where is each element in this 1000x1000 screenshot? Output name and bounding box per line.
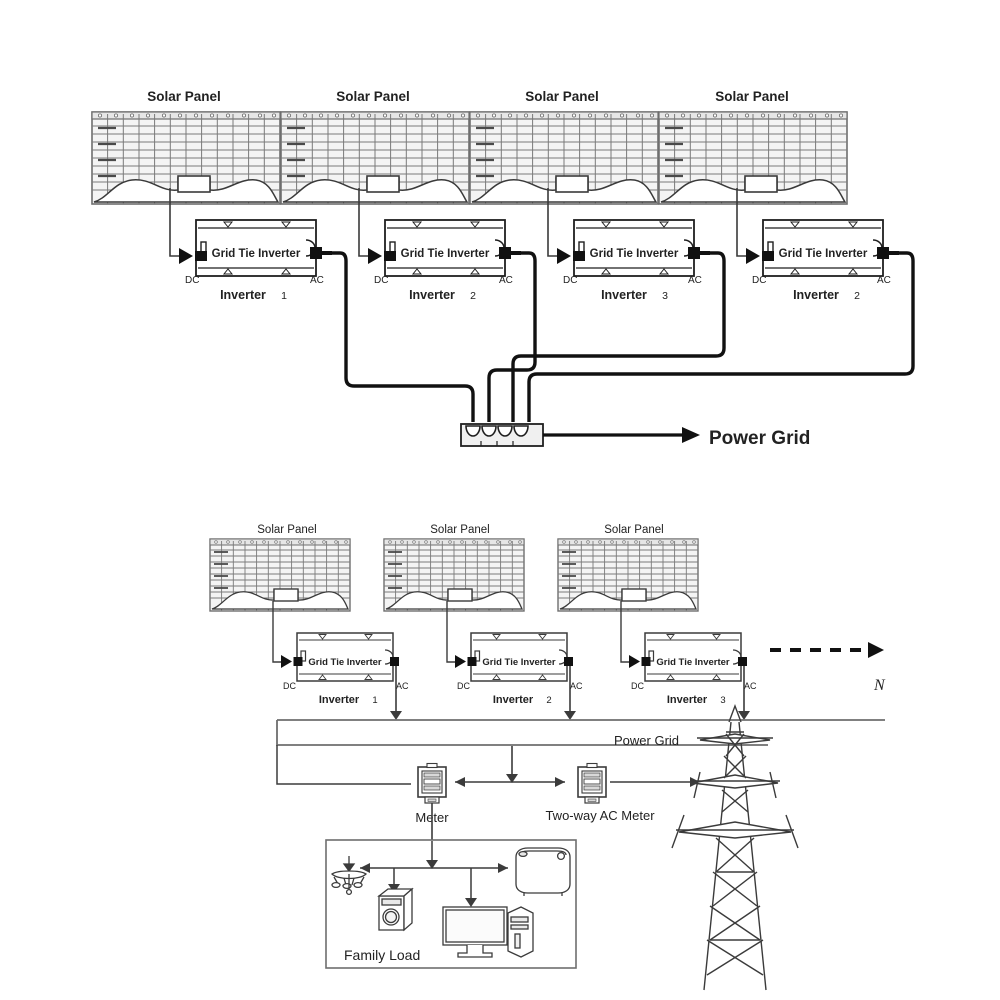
bottom-inverter-3-ac-label: AC — [744, 681, 757, 691]
solar-panel-1 — [90, 110, 282, 206]
power-grid-label-bottom: Power Grid — [614, 733, 679, 748]
panel-label-2: Solar Panel — [336, 89, 410, 104]
rice-cooker-icon — [515, 847, 571, 896]
socket-4 — [513, 425, 529, 437]
computer-arrowhead — [465, 898, 477, 907]
panel-label-4: Solar Panel — [715, 89, 789, 104]
bottom-inverter-2-dc-label: DC — [457, 681, 470, 691]
inverter-2-body-label: Grid Tie Inverter — [401, 248, 490, 260]
inverter-4-body-label: Grid Tie Inverter — [779, 248, 868, 260]
inverter-2-number: 2 — [470, 290, 476, 302]
power-grid-arrow — [543, 427, 700, 443]
inverter-2-name: Inverter — [409, 288, 455, 302]
cooker-arrowhead — [498, 863, 508, 873]
inverter-3-name: Inverter — [601, 288, 647, 302]
socket-2 — [481, 425, 497, 437]
inverter-1-name: Inverter — [220, 288, 266, 302]
bottom-inverter-1-ac-label: AC — [396, 681, 409, 691]
dc-wires — [169, 188, 746, 257]
inverter-1-number: 1 — [281, 290, 287, 302]
inverter-3-body-label: Grid Tie Inverter — [590, 248, 679, 260]
top-system: Solar Panel Solar Panel Solar Panel Sola… — [90, 89, 915, 449]
load-feed-arrowhead — [426, 860, 438, 869]
family-load-box: Family Load — [325, 839, 577, 969]
bottom-solar-panel-2 — [383, 538, 525, 612]
bus-to-meter-wire — [276, 745, 411, 785]
inverter-2-ac-label: AC — [499, 275, 513, 286]
bottom-panel-label-2: Solar Panel — [430, 524, 489, 536]
panel-label-1: Solar Panel — [147, 89, 221, 104]
washing-machine-icon — [377, 887, 414, 932]
continuation-label-n: N — [873, 677, 886, 694]
bottom-inverter-3[interactable]: Grid Tie Inverter DC AC Inverter 3 — [629, 632, 757, 706]
inverter-2-dc-label: DC — [374, 275, 388, 286]
bottom-inverter-1-number: 1 — [372, 695, 377, 706]
continuation-dashed-arrow — [770, 642, 884, 658]
two-way-ac-meter-label: Two-way AC Meter — [545, 808, 655, 823]
inverter-3-ac-label: AC — [688, 275, 702, 286]
power-grid-label-top: Power Grid — [709, 428, 810, 449]
bottom-panel-label-1: Solar Panel — [257, 524, 316, 536]
inverter-3[interactable]: Grid Tie Inverter DC AC Inverter 3 — [557, 219, 710, 302]
bottom-inverter-3-dc-label: DC — [631, 681, 644, 691]
bottom-inverter-2[interactable]: Grid Tie Inverter DC AC Inverter 2 — [455, 632, 583, 706]
bottom-ac-drop-arrowheads — [390, 711, 750, 720]
panel-label-3: Solar Panel — [525, 89, 599, 104]
two-way-ac-meter[interactable]: Two-way AC Meter — [545, 762, 655, 824]
bottom-inverter-2-number: 2 — [546, 695, 551, 706]
bottom-inverter-3-name: Inverter — [667, 694, 708, 706]
bottom-inverter-1-dc-label: DC — [283, 681, 296, 691]
inverter-4-name: Inverter — [793, 288, 839, 302]
bottom-inverter-3-body-label: Grid Tie Inverter — [656, 657, 730, 668]
solar-panel-3 — [468, 110, 660, 206]
inverter-1-ac-label: AC — [310, 275, 324, 286]
bottom-inverter-3-number: 3 — [720, 695, 725, 706]
bottom-dc-wires — [272, 601, 629, 663]
meter-interchange-arrow — [455, 777, 565, 787]
inverter-3-dc-label: DC — [563, 275, 577, 286]
family-load-label: Family Load — [344, 947, 420, 963]
bottom-solar-panel-3 — [557, 538, 699, 612]
outlet-strip[interactable] — [460, 423, 544, 447]
chandelier-icon — [330, 856, 368, 896]
transmission-tower — [671, 704, 799, 991]
solar-panel-2 — [279, 110, 471, 206]
inverter-1-body-label: Grid Tie Inverter — [212, 248, 301, 260]
bottom-solar-panel-1 — [209, 538, 351, 612]
inverter-1[interactable]: Grid Tie Inverter DC AC Inverter 1 — [179, 219, 332, 302]
bottom-ac-drops — [395, 666, 745, 713]
inverter-4-dc-label: DC — [752, 275, 766, 286]
inverter-1-dc-label: DC — [185, 275, 199, 286]
bottom-inverter-1-name: Inverter — [319, 694, 360, 706]
inverter-3-number: 3 — [662, 290, 668, 302]
bottom-inverter-2-body-label: Grid Tie Inverter — [482, 657, 556, 668]
inverter-4-number: 2 — [854, 290, 860, 302]
desktop-computer-icon — [442, 906, 534, 958]
bottom-inverter-2-ac-label: AC — [570, 681, 583, 691]
chandelier-arrowhead — [360, 863, 370, 873]
solar-panel-4 — [657, 110, 849, 206]
bottom-inverter-2-name: Inverter — [493, 694, 534, 706]
socket-3 — [497, 425, 513, 437]
bottom-inverter-1-body-label: Grid Tie Inverter — [308, 657, 382, 668]
socket-1 — [465, 425, 481, 437]
bottom-inverter-1[interactable]: Grid Tie Inverter DC AC Inverter 1 — [281, 632, 409, 706]
grid-feed-down-arrow — [506, 746, 518, 783]
inverter-2[interactable]: Grid Tie Inverter DC AC Inverter 2 — [368, 219, 521, 302]
inverter-4[interactable]: Grid Tie Inverter DC AC Inverter 2 — [746, 219, 899, 302]
inverter-4-ac-label: AC — [877, 275, 891, 286]
bottom-system: Solar Panel Solar Panel Solar Panel Grid… — [209, 524, 886, 991]
ac-cable-bundle — [332, 251, 915, 422]
bottom-panel-label-3: Solar Panel — [604, 524, 663, 536]
